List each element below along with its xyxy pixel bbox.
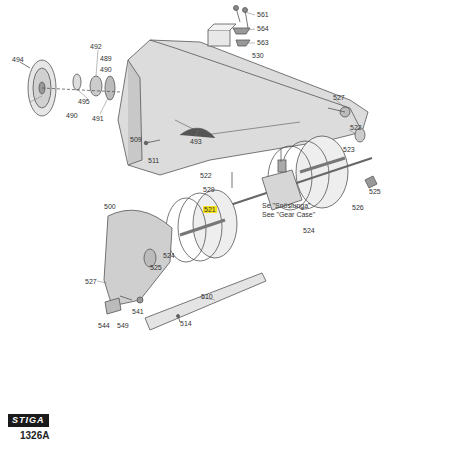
callout-number: 524: [163, 252, 175, 259]
callout-number: 525: [369, 188, 381, 195]
callout-number: 492: [90, 43, 102, 50]
callout-number: 564: [257, 25, 269, 32]
leader-lines: [30, 12, 356, 300]
callout-number: 529: [203, 186, 215, 193]
callout-number: 511: [148, 157, 159, 164]
callout-number: 514: [180, 320, 192, 327]
bolts: [233, 6, 250, 47]
callout-number: 490: [100, 66, 112, 73]
callout-number: 521: [203, 206, 217, 213]
callout-number: 490: [66, 112, 78, 119]
callout-number: 527: [333, 94, 345, 101]
callout-number: 527: [85, 278, 97, 285]
callout-number: 523: [343, 146, 355, 153]
callout-number: 510: [201, 293, 213, 300]
callout-number: 495: [78, 98, 90, 105]
callout-number: 561: [257, 11, 269, 18]
callout-number: 524: [303, 227, 315, 234]
callout-number: 522: [350, 124, 362, 131]
callout-number: See "Gear Case": [262, 211, 315, 218]
callout-number: 491: [92, 115, 104, 122]
brand-logo: STIGA: [8, 414, 49, 427]
callout-number: 541: [132, 308, 144, 315]
callout-number: 563: [257, 39, 269, 46]
callout-number: 500: [104, 203, 116, 210]
side-plate: [104, 210, 172, 306]
diagram-code: 1326A: [20, 431, 49, 441]
scraper-bar: [145, 273, 266, 330]
callout-number: 544: [98, 322, 110, 329]
bushing: [73, 74, 81, 90]
callout-number: 522: [200, 172, 212, 179]
bearing: [90, 76, 102, 96]
callout-number: 525: [150, 264, 162, 271]
callout-number: 526: [352, 204, 364, 211]
callout-number: 509: [130, 136, 142, 143]
callout-number: 494: [12, 56, 24, 63]
callout-number: Se "Snöslunga": [262, 202, 311, 209]
callout-number: 530: [252, 52, 264, 59]
callout-number: 489: [100, 55, 112, 62]
auger-left: [166, 190, 237, 262]
callout-number: 493: [190, 138, 202, 145]
chute-opening: [208, 30, 230, 46]
callout-number: 549: [117, 322, 129, 329]
